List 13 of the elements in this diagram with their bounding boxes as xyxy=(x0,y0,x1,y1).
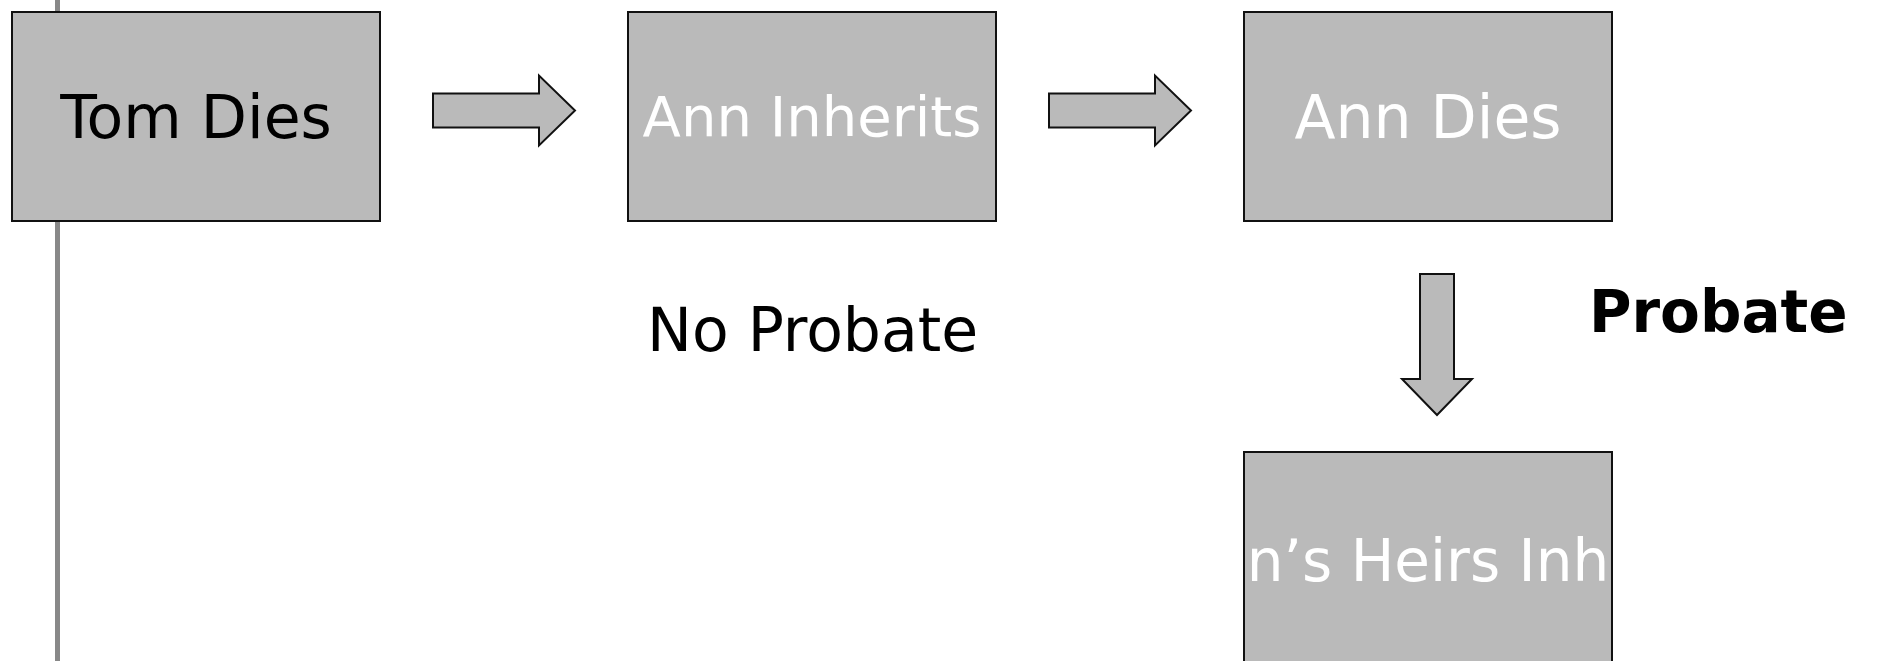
box-text: Ann Inherits xyxy=(642,88,982,145)
annotation-text: Probate xyxy=(1589,283,1848,341)
process-box xyxy=(627,11,997,222)
process-box xyxy=(11,11,381,222)
block-arrow xyxy=(432,73,577,148)
process-box xyxy=(1243,11,1613,222)
box-text: Ann Dies xyxy=(1294,86,1562,147)
process-box xyxy=(1243,451,1613,661)
box-text: Tom Dies xyxy=(60,86,332,147)
annotation-text: No Probate xyxy=(647,300,979,360)
block-arrow xyxy=(1048,73,1193,148)
box-text: n’s Heirs Inh xyxy=(1246,532,1610,590)
block-arrow xyxy=(1399,273,1475,417)
